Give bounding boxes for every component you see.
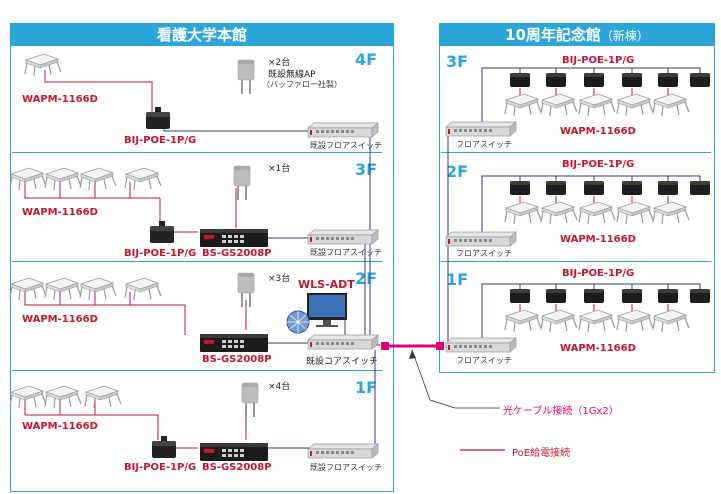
poe-injector-label: BIJ-POE-1P/G xyxy=(124,462,197,473)
floor-switch-label: 既設フロアスイッチ xyxy=(310,141,382,150)
legend-fiber: 光ケーブル接続（1Gx2） xyxy=(503,406,619,417)
building-new-name: 10周年記念館 xyxy=(505,26,601,44)
floor-separator xyxy=(12,152,382,153)
floor-switch-label: フロアスイッチ xyxy=(456,356,512,365)
floor-label-main-4f: 4F xyxy=(355,50,378,69)
poe-injector-label: BIJ-POE-1P/G xyxy=(562,159,635,170)
switch-model-label: BS-GS2008P xyxy=(202,462,272,473)
antenna-vendor: （バッファロー社製） xyxy=(262,80,342,89)
poe-injector-label: BIJ-POE-1P/G xyxy=(562,268,635,279)
controller-label: WLS-ADT xyxy=(298,278,355,291)
poe-injector-label: BIJ-POE-1P/G xyxy=(562,55,635,66)
legend-poe: PoE給電接続 xyxy=(512,448,571,459)
floor-switch-label: フロアスイッチ xyxy=(456,249,512,258)
floor-switch-label: 既設フロアスイッチ xyxy=(310,463,382,472)
floor-label-new-1f: 1F xyxy=(446,270,469,289)
floor-label-new-3f: 3F xyxy=(446,52,469,71)
floor-separator xyxy=(441,152,711,153)
ap-model-label: WAPM-1166D xyxy=(22,94,98,105)
building-new-title: 10周年記念館（新棟） xyxy=(440,24,714,46)
poe-injector-label: BIJ-POE-1P/G xyxy=(124,135,197,146)
floor-separator xyxy=(12,370,382,371)
floor-separator xyxy=(441,261,711,262)
ap-model-label: WAPM-1166D xyxy=(560,234,636,245)
antenna-count: ×2台 xyxy=(268,58,291,68)
core-switch-label: 既設コアスイッチ xyxy=(306,357,379,367)
ap-model-label: WAPM-1166D xyxy=(560,343,636,354)
floor-separator xyxy=(12,261,382,262)
floor-label-main-2f: 2F xyxy=(355,269,378,288)
switch-model-label: BS-GS2008P xyxy=(202,354,272,365)
building-main-title: 看護大学本館 xyxy=(11,24,393,46)
floor-label-main-1f: 1F xyxy=(355,378,378,397)
ap-model-label: WAPM-1166D xyxy=(560,126,636,137)
ap-model-label: WAPM-1166D xyxy=(22,421,98,432)
floor-label-main-3f: 3F xyxy=(355,160,378,179)
ap-model-label: WAPM-1166D xyxy=(22,314,98,325)
floor-switch-label: フロアスイッチ xyxy=(456,140,512,149)
poe-injector-label: BIJ-POE-1P/G xyxy=(124,248,197,259)
antenna-count: ×1台 xyxy=(268,164,291,174)
floor-label-new-2f: 2F xyxy=(446,162,469,181)
antenna-desc: 既設無線AP xyxy=(268,70,316,80)
floor-switch-label: 既設フロアスイッチ xyxy=(310,248,382,257)
building-main: 看護大学本館 xyxy=(10,23,394,492)
switch-model-label: BS-GS2008P xyxy=(202,248,272,259)
wls-adt-monitor xyxy=(286,293,347,334)
ap-model-label: WAPM-1166D xyxy=(22,207,98,218)
antenna-count: ×3台 xyxy=(268,274,291,284)
building-new-suffix: （新棟） xyxy=(600,29,649,43)
antenna-count: ×4台 xyxy=(268,382,291,392)
